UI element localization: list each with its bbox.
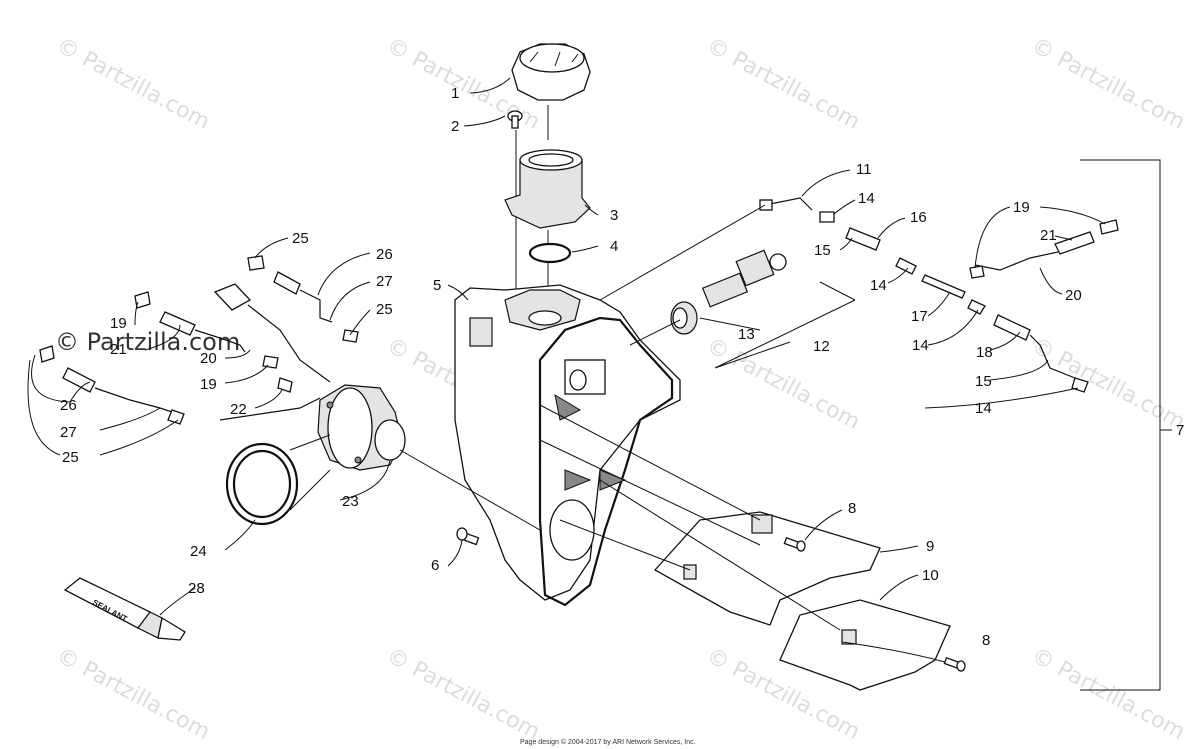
callout-13: 13 [738, 326, 755, 343]
watermark-dark: © Partzilla.com [55, 328, 240, 356]
callout-6: 6 [431, 557, 439, 574]
callout-7: 7 [1176, 422, 1184, 439]
callout-19-left-bottom: 19 [200, 376, 217, 393]
callout-23: 23 [342, 493, 359, 510]
callout-24: 24 [190, 543, 207, 560]
callout-14-c: 14 [912, 337, 929, 354]
watermark: © Partzilla.com [1027, 643, 1189, 745]
callout-19-right: 19 [1013, 199, 1030, 216]
callout-16: 16 [910, 209, 927, 226]
footer-credit: Page design © 2004-2017 by ARI Network S… [520, 738, 696, 746]
callout-26-left: 26 [60, 397, 77, 414]
callout-9: 9 [926, 538, 934, 555]
watermark: © Partzilla.com [52, 33, 214, 135]
callout-1: 1 [451, 85, 459, 102]
watermark: © Partzilla.com [1027, 333, 1189, 435]
bracket-7 [1080, 159, 1161, 691]
callout-26-right: 26 [376, 246, 393, 263]
callout-14-b: 14 [870, 277, 887, 294]
watermark: © Partzilla.com [52, 643, 214, 745]
fuel-level-sensor [701, 249, 787, 308]
callouts: 1 2 3 4 5 6 7 8 8 9 10 11 12 13 14 14 14… [60, 85, 1184, 649]
fuel-tank [454, 284, 681, 607]
fuel-cap [511, 43, 591, 101]
callout-25-right: 25 [376, 301, 393, 318]
callout-27-right: 27 [376, 273, 393, 290]
filler-neck [504, 149, 591, 229]
screw-8-bottom [943, 656, 966, 672]
callout-11: 11 [856, 161, 872, 178]
callout-4: 4 [610, 238, 618, 255]
callout-21-left: 21 [110, 341, 127, 358]
fuel-pump [317, 384, 406, 471]
callout-22: 22 [230, 401, 247, 418]
screw-2 [507, 110, 523, 129]
o-ring [528, 242, 572, 264]
callout-15-a: 15 [814, 242, 831, 259]
callout-12: 12 [813, 338, 830, 355]
callout-28: 28 [188, 580, 205, 597]
callout-14-a: 14 [858, 190, 875, 207]
callout-25-top: 25 [292, 230, 309, 247]
callout-2: 2 [451, 118, 459, 135]
screw-6 [456, 527, 480, 546]
watermark: © Partzilla.com [702, 333, 864, 435]
callout-15-b: 15 [975, 373, 992, 390]
screw-8-top [783, 536, 806, 552]
warning-label [469, 317, 493, 347]
callout-8-top: 8 [848, 500, 856, 517]
callout-27-left: 27 [60, 424, 77, 441]
leader-lines [27, 77, 1172, 663]
callout-20-right: 20 [1065, 287, 1082, 304]
callout-8-bottom: 8 [982, 632, 990, 649]
callout-21-right: 21 [1040, 227, 1057, 244]
shield-plates [653, 511, 951, 691]
callout-17: 17 [911, 308, 928, 325]
callout-5: 5 [433, 277, 441, 294]
fuel-lines-left [39, 255, 359, 425]
callout-14-d: 14 [975, 400, 992, 417]
callout-25-bottom: 25 [62, 449, 79, 466]
callout-19-left-top: 19 [110, 315, 127, 332]
watermark: © Partzilla.com [702, 33, 864, 135]
pump-ring [225, 442, 299, 526]
watermark: © Partzilla.com [382, 643, 544, 745]
callout-20-left: 20 [200, 350, 217, 367]
callout-10: 10 [922, 567, 939, 584]
callout-18: 18 [976, 344, 993, 361]
grommet-13 [670, 301, 698, 335]
callout-3: 3 [610, 207, 618, 224]
watermark: © Partzilla.com [1027, 33, 1189, 135]
